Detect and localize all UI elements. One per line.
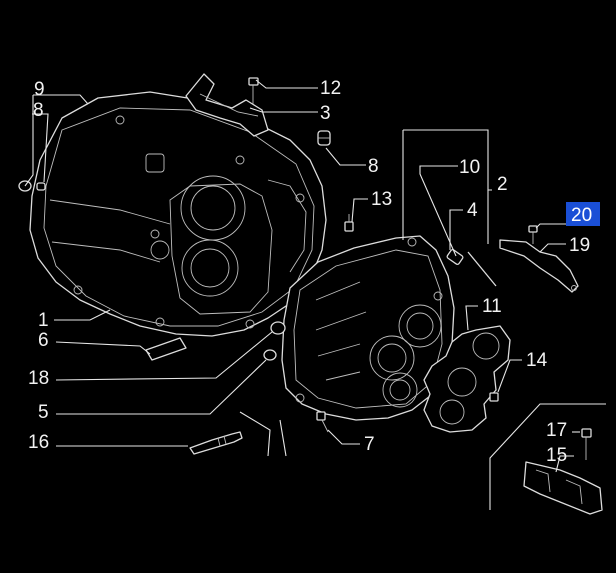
- callout-14[interactable]: 14: [526, 350, 548, 371]
- screw-20-part: [528, 225, 538, 244]
- callout-18[interactable]: 18: [28, 368, 49, 389]
- bolt-12-part: [248, 77, 259, 104]
- callout-15-number: 15: [546, 445, 567, 466]
- callout-8-left-number: 8: [33, 100, 44, 121]
- bracket-19-part: [499, 239, 579, 293]
- callout-4[interactable]: 4: [467, 200, 478, 221]
- bell-housing-part: [29, 91, 327, 337]
- callout-12-number: 12: [320, 78, 341, 99]
- gearbox-case-part: [281, 235, 455, 421]
- callout-7[interactable]: 7: [364, 434, 375, 455]
- callout-1-number: 1: [38, 310, 49, 331]
- callout-17[interactable]: 17: [546, 420, 567, 441]
- callout-16-number: 16: [28, 432, 49, 453]
- gasket-part: [423, 325, 511, 433]
- callout-11-number: 11: [482, 296, 502, 317]
- callout-17-number: 17: [546, 420, 567, 441]
- subassembly-frame: [489, 403, 606, 510]
- o-ring-18-part: [270, 321, 286, 335]
- callout-20-highlight: [566, 202, 600, 226]
- callout-9-number: 9: [34, 79, 45, 100]
- pin-10-part: [467, 251, 497, 287]
- callout-19-number: 19: [569, 235, 590, 256]
- sensor-16-part: [189, 431, 243, 455]
- callout-8-left[interactable]: 8: [33, 100, 44, 121]
- callout-2-number: 2: [497, 174, 508, 195]
- callout-1[interactable]: 1: [38, 310, 49, 331]
- callout-10[interactable]: 10: [459, 157, 480, 178]
- callout-19[interactable]: 19: [569, 235, 590, 256]
- callout-18-number: 18: [28, 368, 49, 389]
- callout-13-number: 13: [371, 189, 392, 210]
- screw-14-part: [489, 392, 499, 402]
- callout-3[interactable]: 3: [320, 103, 331, 124]
- subassembly-15-part: [523, 461, 603, 515]
- screw-13-part: [344, 214, 354, 232]
- plug-8-left-part: [18, 180, 46, 192]
- callout-5-number: 5: [38, 402, 49, 423]
- callout-5[interactable]: 5: [38, 402, 49, 423]
- callout-11[interactable]: 11: [482, 296, 502, 317]
- washer-5-part: [263, 349, 277, 361]
- callout-9[interactable]: 9: [34, 79, 45, 100]
- bracket-plate-part: [185, 73, 269, 137]
- callout-20-number: 20: [571, 205, 592, 226]
- callout-8-right[interactable]: 8: [368, 156, 379, 177]
- callout-13[interactable]: 13: [371, 189, 392, 210]
- callout-6-number: 6: [38, 330, 49, 351]
- callout-14-number: 14: [526, 350, 548, 371]
- pad-6-part: [145, 337, 187, 361]
- callout-12[interactable]: 12: [320, 78, 341, 99]
- callout-4-number: 4: [467, 200, 478, 221]
- callout-3-number: 3: [320, 103, 331, 124]
- leader-lines: [24, 79, 580, 473]
- callout-6[interactable]: 6: [38, 330, 49, 351]
- screw-7-part: [316, 411, 329, 433]
- plug-8-right-part: [317, 130, 331, 146]
- callout-7-number: 7: [364, 434, 375, 455]
- screw-17-part: [581, 428, 592, 460]
- callout-16[interactable]: 16: [28, 432, 49, 453]
- callout-10-number: 10: [459, 157, 480, 178]
- bushing-4-part: [446, 249, 464, 265]
- callout-15[interactable]: 15: [546, 445, 567, 466]
- callout-8-right-number: 8: [368, 156, 379, 177]
- callout-2[interactable]: 2: [497, 174, 508, 195]
- callout-20[interactable]: 20: [566, 202, 600, 226]
